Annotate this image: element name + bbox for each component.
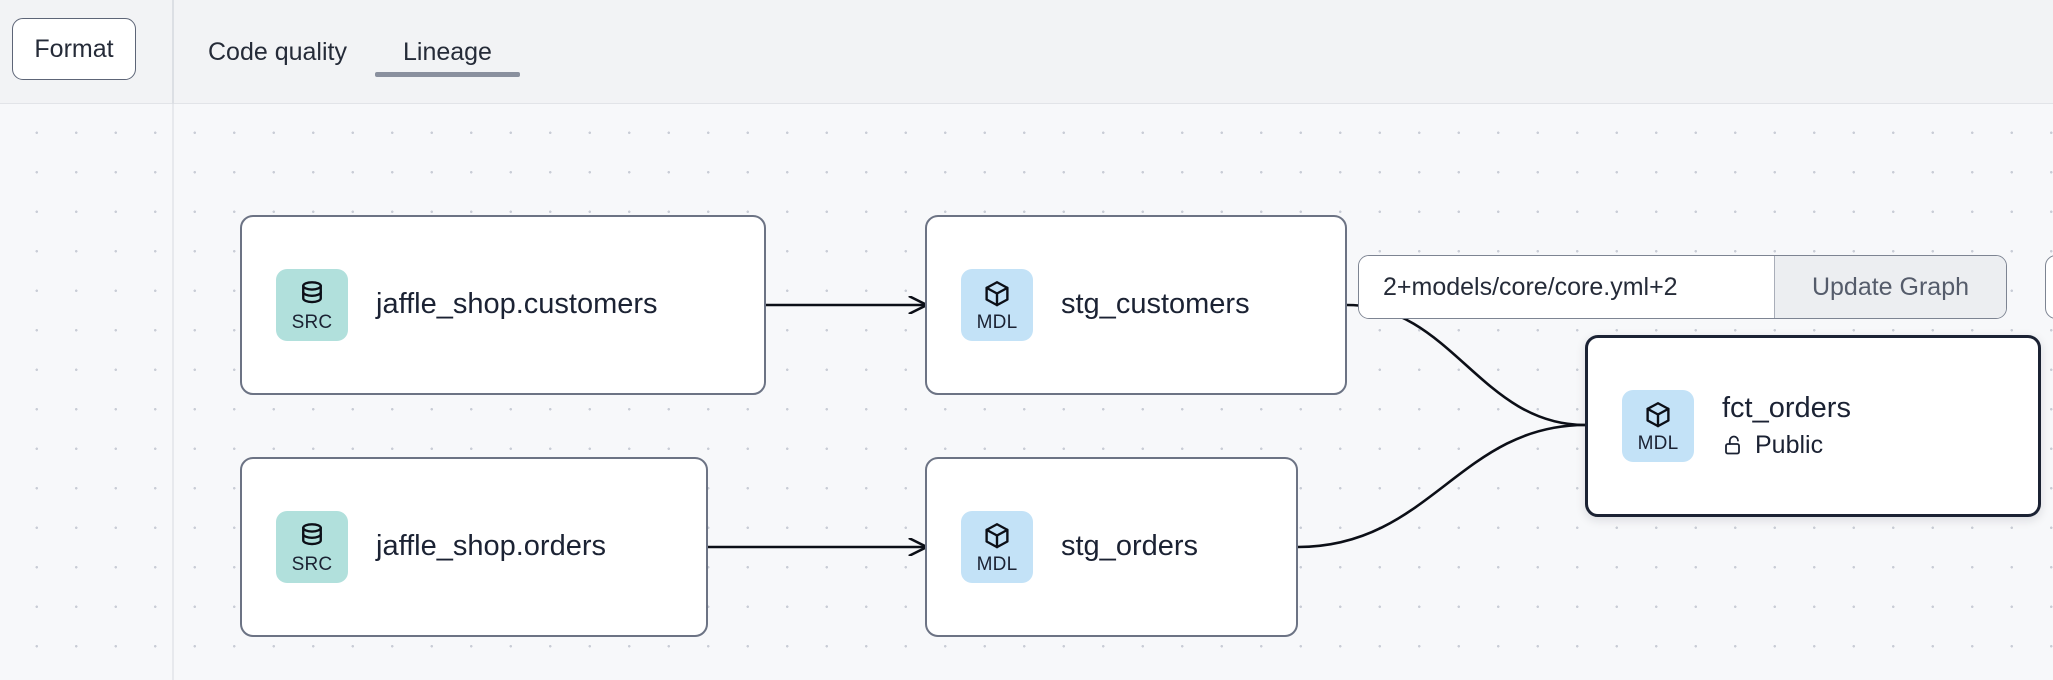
node-access-label: Public <box>1755 430 1824 459</box>
lineage-node-jaffle-shop-customers[interactable]: SRC jaffle_shop.customers <box>240 215 766 395</box>
node-badge-mdl: MDL <box>1622 390 1694 462</box>
node-badge-src: SRC <box>276 511 348 583</box>
node-title: stg_orders <box>1061 530 1199 563</box>
format-button[interactable]: Format <box>12 18 136 80</box>
tab-lineage[interactable]: Lineage <box>374 0 520 104</box>
node-text-block: stg_customers <box>1061 288 1250 321</box>
graph-controls: Update Graph <box>1358 255 2007 319</box>
node-badge-label: MDL <box>1637 432 1679 454</box>
lineage-node-jaffle-shop-orders[interactable]: SRC jaffle_shop.orders <box>240 457 708 637</box>
edge-stg-orders-to-fct-orders <box>1297 423 1586 549</box>
cube-icon <box>982 521 1012 552</box>
toolbar: Format Code quality Lineage <box>0 0 2053 104</box>
node-badge-mdl: MDL <box>961 269 1033 341</box>
edge-stg-customers-to-fct-orders <box>1346 303 1586 427</box>
cube-icon <box>1643 400 1673 431</box>
node-badge-label: SRC <box>291 553 333 575</box>
node-badge-label: MDL <box>976 311 1018 333</box>
node-text-block: jaffle_shop.orders <box>376 530 606 563</box>
tab-code-quality[interactable]: Code quality <box>208 37 347 66</box>
node-badge-src: SRC <box>276 269 348 341</box>
cube-icon <box>982 279 1012 310</box>
tab-bar: Code quality Lineage <box>180 0 520 104</box>
graph-options-button[interactable] <box>2045 255 2053 319</box>
lineage-canvas[interactable]: SRC jaffle_shop.customers MDL stg_custo <box>0 104 2053 680</box>
node-text-block: jaffle_shop.customers <box>376 288 658 321</box>
node-badge-label: SRC <box>291 311 333 333</box>
node-text-block: stg_orders <box>1061 530 1198 563</box>
node-badge-mdl: MDL <box>961 511 1033 583</box>
node-title: fct_orders <box>1722 392 1851 425</box>
lineage-node-stg-customers[interactable]: MDL stg_customers <box>925 215 1347 395</box>
lineage-node-fct-orders[interactable]: MDL fct_orders Public <box>1585 335 2041 517</box>
database-icon <box>297 521 327 552</box>
lineage-node-stg-orders[interactable]: MDL stg_orders <box>925 457 1298 637</box>
dbt-selector-input[interactable] <box>1359 256 1774 318</box>
node-text-block: fct_orders Public <box>1722 392 1851 459</box>
node-title: stg_customers <box>1061 288 1250 321</box>
unlock-icon <box>1722 433 1746 457</box>
canvas-left-rule <box>172 104 174 680</box>
node-access-badge: Public <box>1722 431 1851 460</box>
node-badge-label: MDL <box>976 553 1018 575</box>
update-graph-button[interactable]: Update Graph <box>1774 256 2006 318</box>
database-icon <box>297 279 327 310</box>
toolbar-divider <box>172 0 174 104</box>
node-title: jaffle_shop.customers <box>376 288 658 321</box>
node-title: jaffle_shop.orders <box>376 530 607 563</box>
